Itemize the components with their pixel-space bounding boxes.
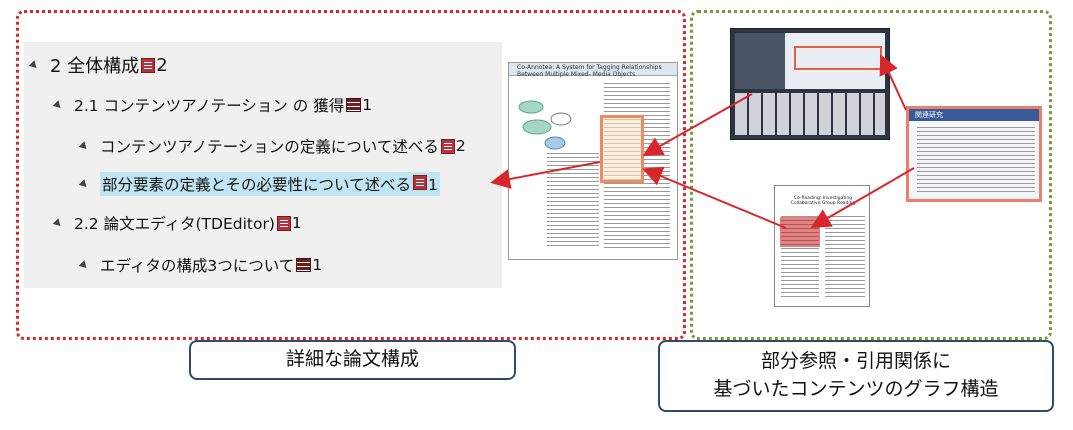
- caption-text: 詳細な論文構成: [285, 348, 419, 371]
- doc-icon: [440, 138, 455, 154]
- outline-item-subelement-definition[interactable]: 部分要素の定義とその必要性について述べる 1: [78, 172, 440, 196]
- outline-item-label: 2.2 論文エディタ(TDEditor): [74, 215, 275, 233]
- slide-title: 関連研究: [915, 111, 943, 119]
- outline-item-count: 2: [455, 137, 466, 155]
- detailed-structure-frame: [16, 10, 686, 340]
- caption-graph-structure: 部分参照・引用関係に 基づいたコンテンツのグラフ構造: [658, 340, 1054, 412]
- outline-item-section-2-2[interactable]: 2.2 論文エディタ(TDEditor) 1: [52, 212, 302, 234]
- list-icon: [346, 98, 362, 112]
- outline-item-label: 2 全体構成: [50, 56, 140, 77]
- outline-item-annotation-definition[interactable]: コンテンツアノテーションの定義について述べる 2: [78, 135, 466, 157]
- paper-title-bar: [509, 63, 677, 76]
- doc-icon: [276, 215, 291, 231]
- outline-item-section-2-1[interactable]: 2.1 コンテンツアノテーション の 獲得 1: [52, 94, 373, 116]
- outline-item-label: 部分要素の定義とその必要性について述べる: [102, 176, 412, 194]
- outline-tree: 2 全体構成 2 2.1 コンテンツアノテーション の 獲得 1 コンテンツアノ…: [24, 42, 502, 288]
- list-icon: [296, 258, 312, 272]
- paper-highlight-region: [600, 115, 644, 183]
- outline-item-label: コンテンツアノテーションの定義について述べる: [100, 138, 439, 156]
- arrow-paper-to-outline: [490, 161, 601, 189]
- arrow-slide-to-tablet: [879, 54, 907, 111]
- outline-item-count: 1: [362, 96, 373, 114]
- graph-structure-frame: [690, 10, 1052, 340]
- highlighted-item-label: 部分要素の定義とその必要性について述べる 1: [100, 172, 440, 196]
- doc-icon: [141, 57, 156, 73]
- doc-icon: [413, 175, 428, 190]
- arrow-slide-to-paperb: [810, 167, 915, 229]
- outline-item-label: 2.1 コンテンツアノテーション の 獲得: [74, 97, 345, 115]
- caption-text-line1: 部分参照・引用関係に: [760, 350, 951, 373]
- outline-item-count: 1: [312, 256, 323, 274]
- related-work-slide: 関連研究: [906, 106, 1042, 202]
- paper-title: Co-Annotea: A System for Tagging Relatio…: [517, 64, 662, 78]
- outline-item-label: エディタの構成3つについて: [100, 257, 295, 275]
- outline-item-count: 1: [428, 176, 438, 194]
- caption-text-line2: 基づいたコンテンツのグラフ構造: [713, 378, 999, 400]
- outline-item-editor-composition[interactable]: エディタの構成3つについて 1: [78, 254, 323, 276]
- diagram-figure: [518, 100, 572, 150]
- arrow-tablet-to-paper: [642, 93, 753, 156]
- arrow-paperb-to-paper: [642, 166, 787, 229]
- outline-item-count: 1: [291, 214, 302, 232]
- outline-item-chapter-2[interactable]: 2 全体構成 2: [28, 52, 168, 78]
- keyboard-image: [735, 93, 885, 135]
- outline-item-count: 2: [156, 54, 168, 76]
- paper-b-title: Co-Reading: Investigating Collaborative …: [790, 196, 856, 206]
- caption-detailed-structure: 詳細な論文構成: [189, 340, 516, 380]
